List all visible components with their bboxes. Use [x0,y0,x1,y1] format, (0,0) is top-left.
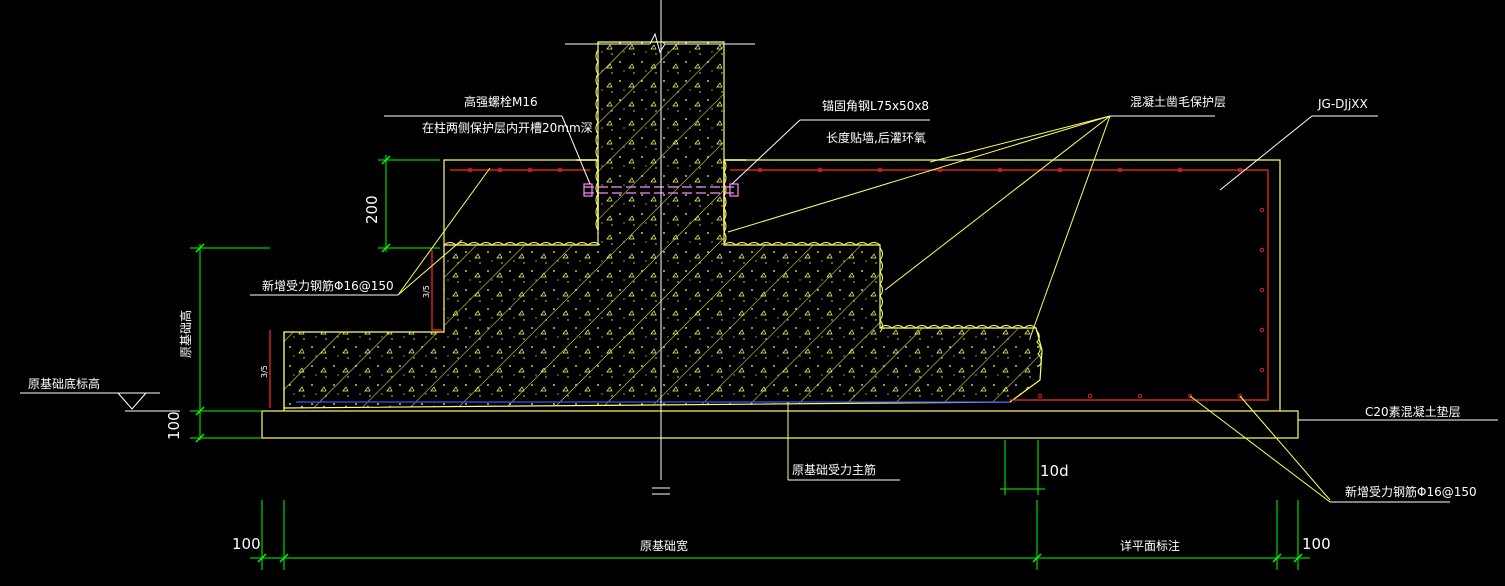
c20-label: C20素混凝土垫层 [1365,404,1461,419]
dim-small-a: 3/5 [422,285,431,298]
bolt-label-line1: 高强螺栓M16 [464,94,538,109]
rebar-dots [467,167,1265,399]
angle-label-line2: 长度贴墙,后灌环氧 [826,130,926,145]
new-encasement-outline [443,159,1281,411]
new-rebar-right-label: 新增受力钢筋Φ16@150 [1345,484,1477,499]
anchor-angle-steel [576,159,746,230]
orig-width-label: 原基础宽 [640,538,688,553]
new-rebar-left-label: 新增受力钢筋Φ16@150 [262,278,394,293]
orig-main-rebar-label: 原基础受力主筋 [792,462,876,477]
bolt-label-line2: 在柱两侧保护层内开槽20mm深 [422,120,593,135]
leader-lines-yellow [397,115,1331,503]
dim-100-bottom-left: 100 [232,535,261,553]
leader-lines [250,115,1498,503]
original-foundation [283,41,1043,409]
dim-small-b: 3/5 [260,365,269,378]
dim-100-bottom-right: 100 [1302,535,1331,553]
roughen-label: 混凝土凿毛保护层 [1130,94,1226,109]
dim-200: 200 [363,195,381,224]
orig-height-label: 原基础高 [178,310,193,358]
dimension-lines [190,155,1310,570]
dim-100-left: 100 [165,411,183,440]
ground-symbol [20,392,180,412]
center-axis [652,0,670,495]
column-break-line [565,32,755,54]
jg-label: JG-DJjXX [1317,97,1368,111]
new-rebar [269,169,1269,408]
angle-label-line1: 锚固角钢L75x50x8 [822,98,929,113]
orig-bottom-label: 原基础底标高 [28,376,100,391]
dim-10d: 10d [1040,462,1069,480]
c20-cushion-layer [261,410,1299,439]
dimension-ticks [195,155,1303,563]
see-plan-label: 详平面标注 [1120,538,1180,553]
